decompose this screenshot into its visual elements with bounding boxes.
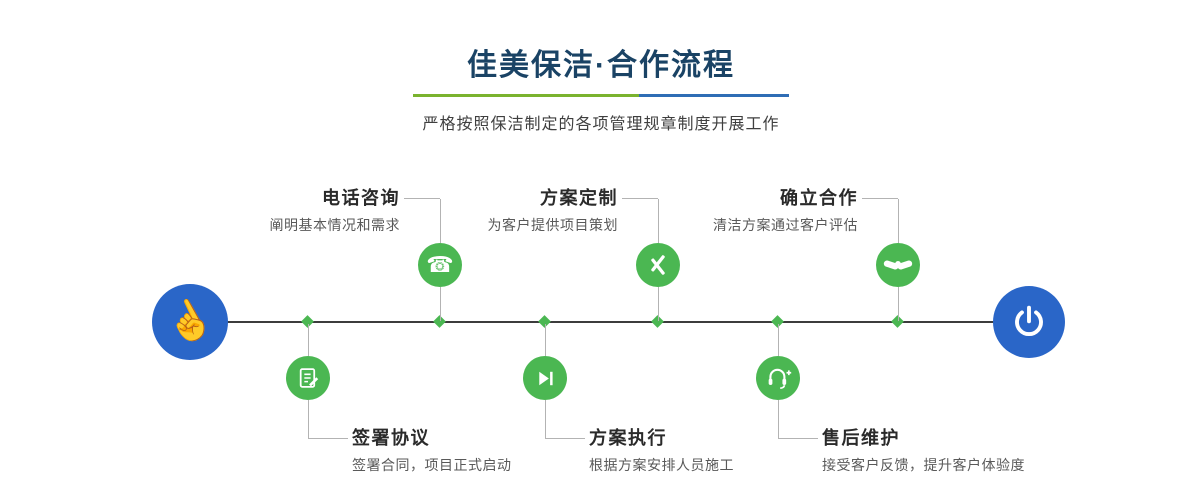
connector-line <box>862 198 898 199</box>
step-node-sign-agreement <box>286 356 330 400</box>
connector-line <box>898 199 899 243</box>
step-label-after-sales: 售后维护 接受客户反馈，提升客户体验度 <box>822 427 1102 474</box>
step-label-phone-consult: 电话咨询 阐明基本情况和需求 <box>140 187 400 234</box>
connector-line <box>778 400 779 438</box>
connector-line <box>545 324 546 356</box>
step-desc: 阐明基本情况和需求 <box>269 217 400 233</box>
step-label-plan-custom: 方案定制 为客户提供项目策划 <box>358 187 618 234</box>
connector-line <box>308 324 309 356</box>
step-node-phone-consult: ☎ <box>418 243 462 287</box>
connector-line <box>440 287 441 321</box>
connector-line <box>658 287 659 321</box>
step-node-plan-execute <box>523 356 567 400</box>
step-node-establish-coop <box>876 243 920 287</box>
step-title: 签署协议 <box>352 428 430 448</box>
step-title: 确立合作 <box>780 188 858 208</box>
connector-line <box>658 199 659 243</box>
handshake-icon <box>883 260 913 270</box>
page-subtitle: 严格按照保洁制定的各项管理规章制度开展工作 <box>422 116 780 133</box>
step-desc: 接受客户反馈，提升客户体验度 <box>822 457 1025 473</box>
connector-line <box>404 198 440 199</box>
crossed-tools-icon <box>651 255 665 275</box>
step-desc: 签署合同，项目正式启动 <box>352 457 512 473</box>
connector-line <box>308 438 348 439</box>
step-desc: 清洁方案通过客户评估 <box>713 217 858 233</box>
step-node-after-sales <box>756 356 800 400</box>
divider-green-segment <box>413 94 639 97</box>
timeline-line <box>190 321 1030 323</box>
headset-plus-icon <box>768 368 792 390</box>
timeline-end-node <box>993 286 1065 358</box>
timeline-start-node: ☝ <box>152 284 228 360</box>
connector-line <box>440 199 441 243</box>
connector-line <box>778 438 818 439</box>
step-title: 电话咨询 <box>322 188 400 208</box>
play-next-icon <box>538 371 553 385</box>
step-desc: 根据方案安排人员施工 <box>589 457 734 473</box>
step-title: 售后维护 <box>822 428 900 448</box>
connector-line <box>622 198 658 199</box>
step-title: 方案执行 <box>589 428 667 448</box>
phone-icon: ☎ <box>426 252 454 277</box>
step-label-sign-agreement: 签署协议 签署合同，项目正式启动 <box>352 427 632 474</box>
step-title: 方案定制 <box>540 188 618 208</box>
title-divider <box>413 94 789 97</box>
connector-line <box>545 400 546 438</box>
pointing-hand-icon: ☝ <box>159 292 221 352</box>
step-desc: 为客户提供项目策划 <box>487 217 618 233</box>
connector-line <box>898 287 899 321</box>
document-edit-icon <box>299 367 318 388</box>
connector-line <box>545 438 585 439</box>
connector-line <box>308 400 309 438</box>
step-label-establish-coop: 确立合作 清洁方案通过客户评估 <box>598 187 858 234</box>
page-title: 佳美保洁·合作流程 <box>467 49 735 82</box>
step-node-plan-custom <box>636 243 680 287</box>
divider-blue-segment <box>639 94 789 97</box>
power-icon <box>1015 305 1043 336</box>
step-label-plan-execute: 方案执行 根据方案安排人员施工 <box>589 427 869 474</box>
connector-line <box>778 324 779 356</box>
